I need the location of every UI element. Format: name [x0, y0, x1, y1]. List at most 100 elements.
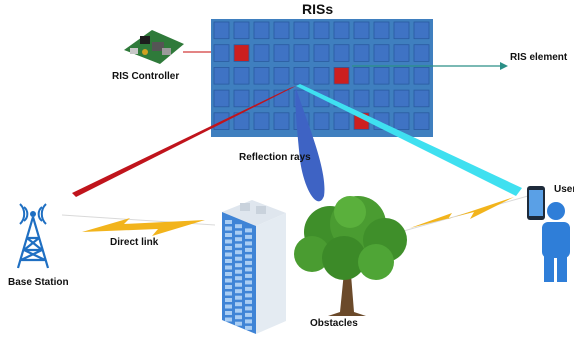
- building-window: [245, 293, 252, 298]
- building-window: [245, 234, 252, 239]
- ris-element: [233, 67, 250, 85]
- ris-controller-label: RIS Controller: [112, 71, 180, 82]
- building-window: [235, 230, 242, 235]
- building-window: [245, 319, 252, 324]
- ris-element: [393, 21, 410, 40]
- ris-element: [393, 67, 410, 85]
- direct-link-label: Direct link: [110, 237, 159, 248]
- ris-element: [233, 21, 250, 40]
- building-window: [245, 260, 252, 265]
- ris-element: [273, 21, 290, 40]
- building-window: [225, 233, 232, 237]
- ris-element: [373, 21, 390, 40]
- ris-element: [213, 67, 230, 85]
- ris-cells: [213, 21, 430, 130]
- smartphone-icon: [527, 186, 545, 220]
- ris-element: [273, 44, 290, 62]
- building-window: [235, 224, 242, 229]
- ray-cyan: [296, 84, 522, 196]
- building-window: [235, 250, 242, 255]
- ris-element: [413, 112, 430, 130]
- ris-element: [353, 67, 370, 85]
- ris-element: [293, 21, 310, 40]
- ris-element: [413, 21, 430, 40]
- ris-element: [273, 112, 290, 130]
- ris-element: [333, 44, 350, 62]
- lightning-left-icon: [82, 218, 205, 236]
- building-window: [235, 315, 242, 320]
- building-window: [245, 228, 252, 233]
- building-window: [245, 254, 252, 259]
- ris-element: [413, 89, 430, 108]
- building-window: [225, 285, 232, 289]
- building-window: [235, 263, 242, 268]
- ris-element: [393, 112, 410, 130]
- ris-element: [413, 44, 430, 62]
- ris-element: [213, 21, 230, 40]
- building-icon: [222, 200, 286, 334]
- building-window: [235, 237, 242, 242]
- ris-element: [253, 21, 270, 40]
- ris-element: [353, 44, 370, 62]
- ris-element: [353, 89, 370, 108]
- building-window: [225, 252, 232, 257]
- building-window: [235, 282, 242, 287]
- reflection-rays-label: Reflection rays: [239, 152, 311, 163]
- arrow-head-icon: [500, 62, 508, 70]
- building-window: [245, 306, 252, 311]
- ris-title: RISs: [302, 1, 334, 17]
- ris-element-active: [233, 44, 250, 62]
- building-window: [245, 280, 252, 285]
- building-window: [225, 226, 232, 231]
- building-window: [225, 311, 232, 315]
- ris-element: [213, 44, 230, 62]
- ris-element-label: RIS element: [510, 52, 568, 63]
- person-icon: [542, 202, 570, 282]
- building-window: [225, 239, 232, 244]
- ris-element: [293, 44, 310, 62]
- ris-element: [253, 44, 270, 62]
- building-window: [245, 299, 252, 304]
- building-window: [235, 302, 242, 307]
- ris-element: [333, 112, 350, 130]
- ris-element: [373, 44, 390, 62]
- ris-element: [313, 67, 330, 85]
- building-window: [235, 243, 242, 248]
- ris-element: [273, 67, 290, 85]
- cell-tower-icon: [16, 203, 50, 269]
- building-window: [235, 321, 242, 326]
- ris-element: [413, 67, 430, 85]
- ris-panel: [211, 19, 433, 137]
- building-window: [245, 247, 252, 252]
- ris-element: [293, 67, 310, 85]
- base-station-label: Base Station: [8, 277, 69, 288]
- circuit-board-icon: [124, 30, 184, 64]
- building-window: [245, 325, 252, 330]
- ris-element: [313, 21, 330, 40]
- building-window: [235, 276, 242, 281]
- obstacles-label: Obstacles: [310, 318, 358, 329]
- ris-element: [373, 89, 390, 108]
- ris-element-active: [333, 67, 350, 85]
- building-window: [225, 220, 232, 224]
- building-window: [235, 269, 242, 274]
- building-window: [235, 295, 242, 300]
- building-window: [235, 289, 242, 294]
- building-window: [245, 241, 252, 246]
- building-window: [225, 278, 232, 283]
- building-window: [245, 273, 252, 278]
- ris-element: [353, 21, 370, 40]
- building-window: [245, 286, 252, 291]
- user-label: User: [554, 184, 574, 195]
- ris-element: [213, 89, 230, 108]
- ray-red: [72, 86, 296, 197]
- building-window: [225, 259, 232, 263]
- building-window: [225, 265, 232, 270]
- ris-element: [313, 44, 330, 62]
- lightning-right-icon: [410, 197, 514, 228]
- ris-element: [333, 21, 350, 40]
- building-window: [235, 308, 242, 313]
- building-window: [225, 298, 232, 302]
- building-window: [235, 256, 242, 261]
